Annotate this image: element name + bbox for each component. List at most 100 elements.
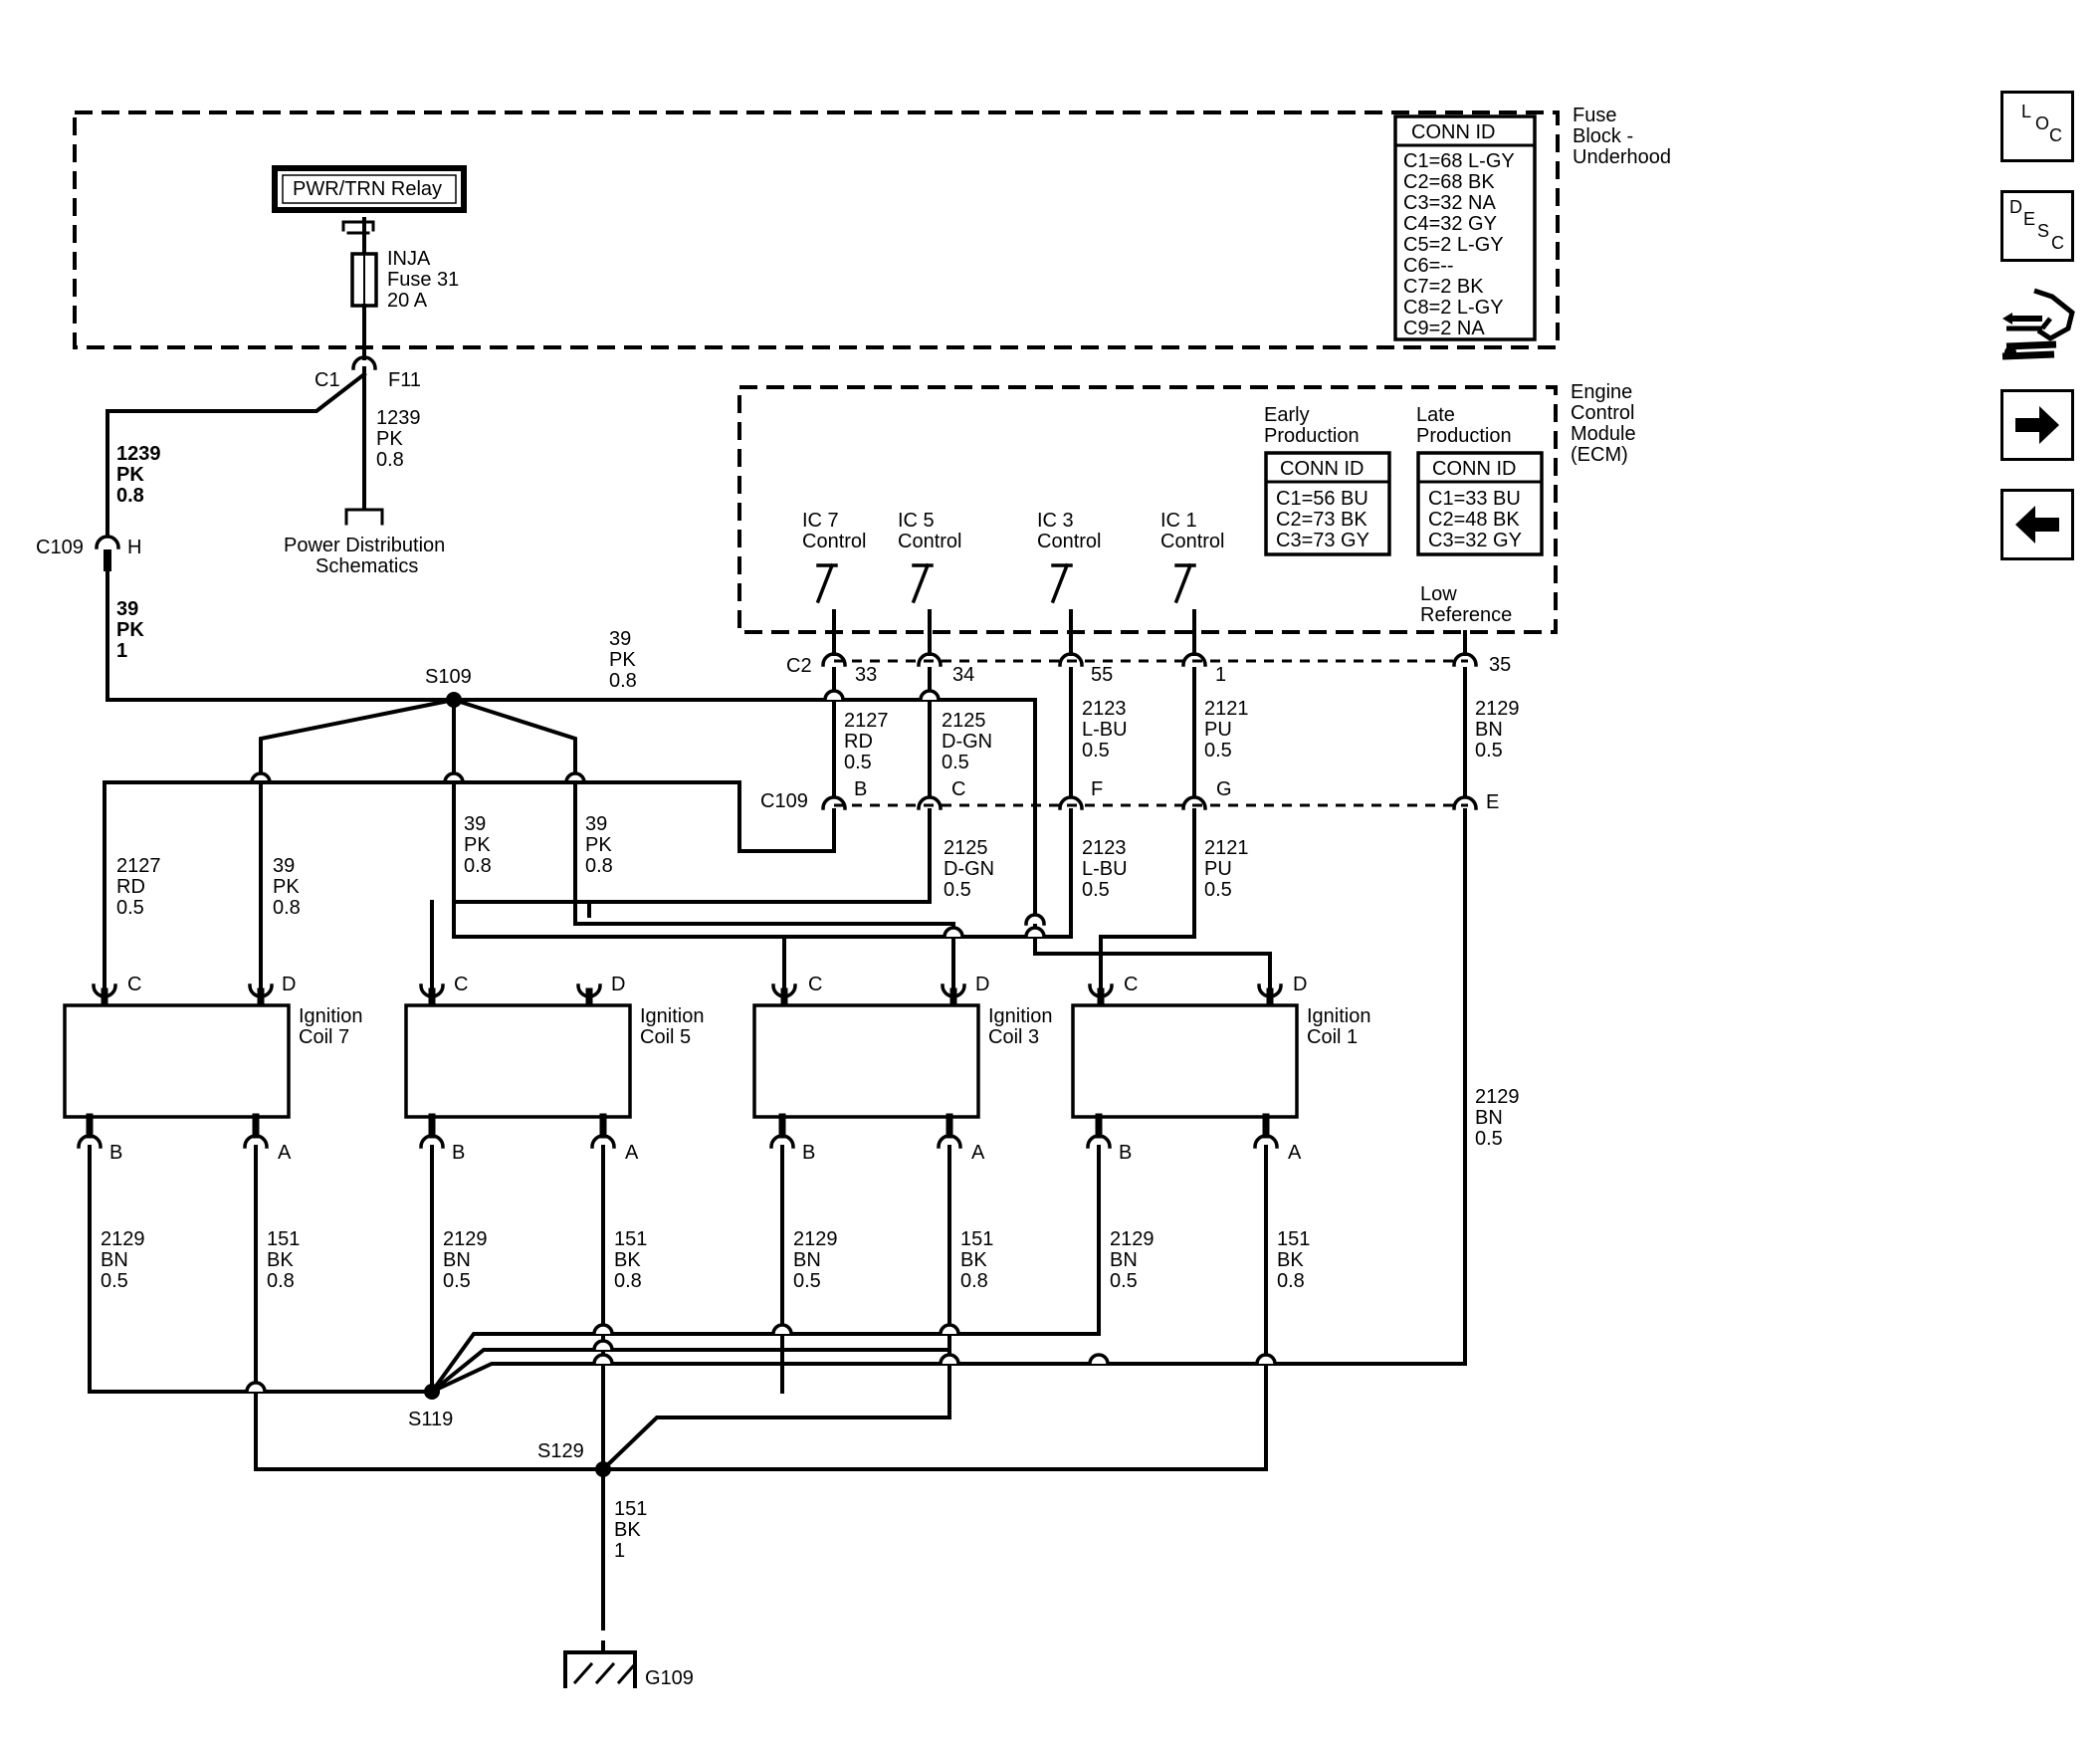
ic7-ctl-1: IC 7 bbox=[802, 510, 839, 532]
w151c5-2: BK bbox=[614, 1249, 641, 1271]
coil1-pin-d: D bbox=[1293, 974, 1307, 995]
w39c7-3: 0.8 bbox=[273, 897, 301, 919]
late-c3: C3=32 GY bbox=[1428, 530, 1522, 551]
pin-34: 34 bbox=[952, 664, 974, 686]
w39s5a-1: 39 bbox=[464, 813, 486, 835]
coil7-pin-c: C bbox=[127, 974, 141, 995]
left-arrow-icon bbox=[2015, 506, 2059, 544]
coil7-label-2: Coil 7 bbox=[299, 1026, 349, 1048]
coil5-pin-a: A bbox=[625, 1142, 639, 1164]
loc-button[interactable]: L O C bbox=[2000, 91, 2074, 162]
early-c1: C1=56 BU bbox=[1276, 488, 1368, 510]
coil3-label-2: Coil 3 bbox=[988, 1026, 1039, 1048]
c109-pin-f: F bbox=[1091, 778, 1103, 800]
connector-icon-button[interactable] bbox=[1998, 283, 2078, 368]
desc-button[interactable]: D E S C bbox=[2000, 190, 2074, 262]
early-c2: C2=73 BK bbox=[1276, 509, 1367, 531]
loc-c: C bbox=[2049, 125, 2062, 145]
fuse-block-conn-id-box bbox=[1393, 114, 1537, 341]
ic1-ctl-2: Control bbox=[1160, 531, 1224, 552]
ecm-title-2: Control bbox=[1571, 402, 1634, 424]
g109-label: G109 bbox=[645, 1667, 694, 1689]
w151c3-2: BK bbox=[960, 1249, 987, 1271]
w2121b-3: 0.5 bbox=[1204, 879, 1232, 901]
w2123t-2: L-BU bbox=[1082, 719, 1128, 741]
early-conn-id-box bbox=[1264, 451, 1391, 556]
c109-h-c109: C109 bbox=[36, 537, 84, 558]
w2129m-1: 2129 bbox=[1475, 1086, 1520, 1108]
w2129m-3: 0.5 bbox=[1475, 1128, 1503, 1150]
s129-label: S129 bbox=[537, 1440, 584, 1462]
w2129t-2: BN bbox=[1475, 719, 1503, 741]
w2127t-3: 0.5 bbox=[844, 752, 872, 773]
w2129t-1: 2129 bbox=[1475, 698, 1520, 720]
next-arrow-button[interactable] bbox=[2000, 389, 2074, 461]
w1239a-1: 1239 bbox=[116, 443, 161, 465]
conn-c1: C1=68 L-GY bbox=[1403, 150, 1515, 172]
coil3-label-1: Ignition bbox=[988, 1005, 1053, 1027]
ecm-title-4: (ECM) bbox=[1571, 444, 1628, 466]
fuse-block-title-1: Fuse bbox=[1573, 105, 1616, 126]
w2123b-2: L-BU bbox=[1082, 858, 1128, 880]
w39s5a-2: PK bbox=[464, 834, 491, 856]
ic3-ctl-1: IC 3 bbox=[1037, 510, 1074, 532]
coil5-body bbox=[404, 1003, 632, 1119]
c109-label: C109 bbox=[760, 790, 808, 812]
w2125t-2: D-GN bbox=[942, 731, 992, 753]
c1-label: C1 bbox=[315, 369, 340, 391]
coil7-pin-d: D bbox=[282, 974, 296, 995]
ic5-ctl-2: Control bbox=[898, 531, 961, 552]
late-c1: C1=33 BU bbox=[1428, 488, 1521, 510]
w2129c5-2: BN bbox=[443, 1249, 471, 1271]
engine-control-module: Engine Control Module (ECM) Early Produc… bbox=[737, 381, 1636, 634]
ignition-coil-5: C D Ignition Coil 5 B A bbox=[404, 974, 705, 1164]
coil1-label-2: Coil 1 bbox=[1307, 1026, 1358, 1048]
coil5-label-1: Ignition bbox=[640, 1005, 705, 1027]
s109-label: S109 bbox=[425, 666, 472, 688]
ecm-switch-symbols bbox=[815, 562, 1196, 604]
w1239b-1: 1239 bbox=[376, 407, 421, 429]
coil1-pin-a: A bbox=[1288, 1142, 1302, 1164]
fuse-block-conn-list: C1=68 L-GY C2=68 BK C3=32 NA C4=32 GY C5… bbox=[1403, 150, 1515, 339]
conn-c3: C3=32 NA bbox=[1403, 192, 1496, 214]
w39c7-2: PK bbox=[273, 876, 300, 898]
f11-label: F11 bbox=[388, 369, 421, 391]
c109-pin-b: B bbox=[854, 778, 867, 800]
conn-c7: C7=2 BK bbox=[1403, 276, 1484, 298]
w2127c7-2: RD bbox=[116, 876, 145, 898]
ecm-c2-pins: 33 34 55 1 35 bbox=[821, 609, 1511, 686]
w39top-3: 0.8 bbox=[609, 670, 637, 692]
conn-c4: C4=32 GY bbox=[1403, 213, 1497, 235]
w151c5-1: 151 bbox=[614, 1228, 647, 1250]
w2121t-2: PU bbox=[1204, 719, 1232, 741]
late-label-1: Late bbox=[1416, 404, 1455, 426]
w2127c7-3: 0.5 bbox=[116, 897, 144, 919]
coil5-label-2: Coil 5 bbox=[640, 1026, 691, 1048]
c109-pin-e: E bbox=[1486, 791, 1499, 813]
fuse-block-boundary bbox=[73, 110, 1560, 349]
w39-1-b: PK bbox=[116, 619, 144, 641]
coil3-body bbox=[752, 1003, 980, 1119]
w2123t-1: 2123 bbox=[1082, 698, 1127, 720]
pin-55: 55 bbox=[1091, 664, 1113, 686]
w2129m-2: BN bbox=[1475, 1107, 1503, 1129]
w151c7-2: BK bbox=[267, 1249, 294, 1271]
coil5-pin-b: B bbox=[452, 1142, 465, 1164]
splice-s129 bbox=[595, 1461, 611, 1477]
c109-h-connector bbox=[95, 535, 120, 549]
conn-c9: C9=2 NA bbox=[1403, 318, 1485, 339]
ecm-boundary bbox=[737, 385, 1558, 634]
previous-arrow-button[interactable] bbox=[2000, 489, 2074, 560]
pin-33: 33 bbox=[855, 664, 877, 686]
w2129c7-3: 0.5 bbox=[101, 1270, 128, 1292]
w2123b-1: 2123 bbox=[1082, 837, 1127, 859]
conn-c5: C5=2 L-GY bbox=[1403, 234, 1504, 256]
ignition-coil-3: C D Ignition Coil 3 B A bbox=[752, 974, 1053, 1164]
ic5-ctl-1: IC 5 bbox=[898, 510, 935, 532]
fuse-label-1: INJA bbox=[387, 248, 431, 270]
coil1-label-1: Ignition bbox=[1307, 1005, 1371, 1027]
ground-g109: G109 bbox=[563, 1650, 694, 1689]
ignition-coil-1: C D Ignition Coil 1 B A bbox=[1071, 974, 1371, 1164]
w2129c1-3: 0.5 bbox=[1110, 1270, 1138, 1292]
